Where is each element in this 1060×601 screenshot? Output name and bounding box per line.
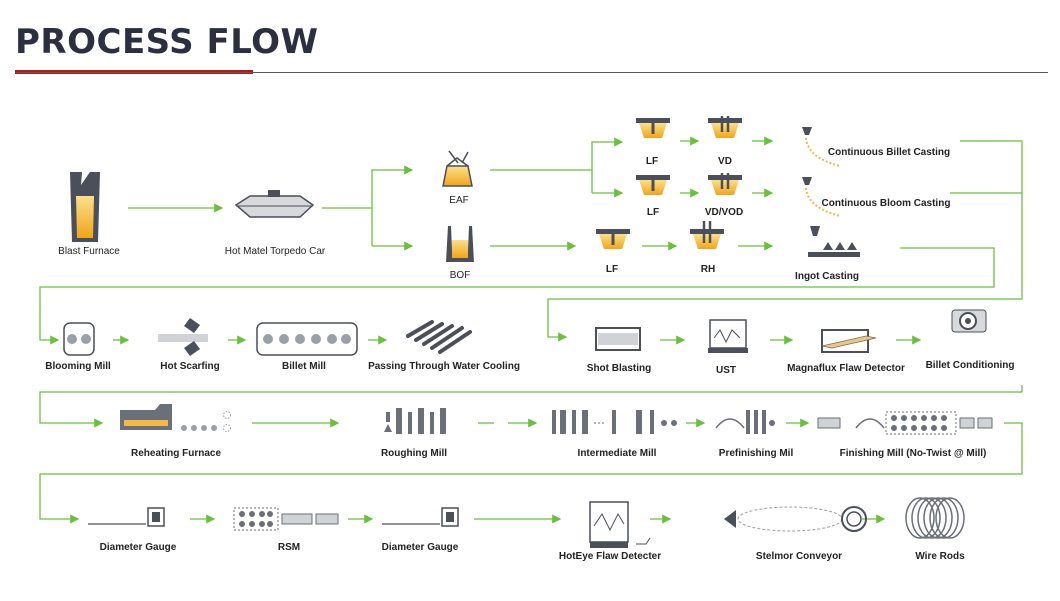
rsm-icon bbox=[233, 507, 339, 531]
vd-ladle-icon bbox=[708, 116, 742, 138]
billet-conditioning-icon bbox=[951, 309, 987, 333]
stelmor-conveyor-icon bbox=[704, 506, 867, 532]
title-divider bbox=[15, 72, 1048, 73]
magnaflux-icon bbox=[821, 329, 877, 353]
continuous-bloom-casting-label: Continuous Bloom Casting bbox=[821, 198, 951, 209]
rsm-label: RSM bbox=[277, 542, 301, 553]
roughing-mill-label: Roughing Mill bbox=[380, 448, 448, 459]
ust-icon bbox=[708, 319, 748, 353]
billet-mill-label: Billet Mill bbox=[282, 361, 326, 372]
arrow bbox=[371, 165, 414, 246]
shot-blasting-icon bbox=[595, 327, 641, 351]
continuous-billet-casting-label: Continuous Billet Casting bbox=[827, 147, 951, 158]
ingot-casting-label: Ingot Casting bbox=[795, 271, 859, 282]
finishing-mill-icon bbox=[817, 411, 993, 435]
reheating-furnace-label: Reheating Furnace bbox=[130, 448, 222, 459]
arrow bbox=[39, 422, 1023, 524]
ingot-casting-icon bbox=[808, 226, 860, 257]
water-cooling-label: Passing Through Water Cooling bbox=[368, 361, 520, 372]
diameter-gauge-icon bbox=[88, 507, 165, 527]
hoteye-label: HotEye Flaw Detecter bbox=[558, 551, 662, 562]
arrow bbox=[547, 140, 1023, 342]
roughing-mill-icon bbox=[384, 408, 446, 434]
diameter-gauge-label: Diameter Gauge bbox=[99, 542, 177, 553]
page-title: PROCESS FLOW bbox=[15, 22, 319, 62]
eaf-label: EAF bbox=[449, 195, 469, 206]
blast-furnace-label: Blast Furnace bbox=[58, 246, 120, 257]
continuous-billet-casting-icon bbox=[802, 127, 841, 167]
hot-scarfing-icon bbox=[158, 318, 208, 356]
rh-ladle-icon bbox=[690, 221, 724, 249]
arrow bbox=[591, 137, 624, 193]
hoteye-flaw-detector-icon bbox=[589, 501, 651, 548]
torpedo-car-label: Hot Matel Torpedo Car bbox=[224, 246, 326, 257]
lf-ladle-icon bbox=[596, 229, 630, 249]
blooming-mill-label: Blooming Mill bbox=[45, 361, 111, 372]
blast-furnace-icon bbox=[70, 172, 100, 242]
diameter-gauge-icon bbox=[382, 507, 459, 527]
lf-label: LF bbox=[645, 156, 659, 167]
lf-label: LF bbox=[646, 207, 660, 218]
blooming-mill-icon bbox=[63, 322, 95, 356]
billet-mill-icon bbox=[256, 322, 358, 356]
vd-vod-label: VD/VOD bbox=[704, 207, 744, 218]
lf-ladle-icon bbox=[636, 175, 670, 195]
hot-scarfing-label: Hot Scarfing bbox=[160, 361, 220, 372]
diameter-gauge-label: Diameter Gauge bbox=[381, 542, 459, 553]
wire-rods-label: Wire Rods bbox=[915, 551, 965, 562]
stelmor-label: Stelmor Conveyor bbox=[755, 551, 843, 562]
eaf-icon bbox=[442, 150, 473, 187]
finishing-mill-label: Finishing Mill (No-Twist @ Mill) bbox=[839, 448, 987, 459]
water-cooling-icon bbox=[406, 320, 472, 354]
prefinishing-mill-icon bbox=[715, 410, 775, 434]
ladle-icons bbox=[596, 116, 742, 249]
arrow bbox=[39, 247, 995, 345]
continuous-bloom-casting-icon bbox=[802, 177, 841, 217]
vd-label: VD bbox=[718, 156, 732, 167]
billet-conditioning-label: Billet Conditioning bbox=[925, 360, 1015, 371]
torpedo-car-icon bbox=[234, 190, 315, 218]
rh-label: RH bbox=[700, 264, 716, 275]
arrow bbox=[39, 385, 1023, 428]
vd-vod-ladle-icon bbox=[708, 173, 742, 195]
lf-ladle-icon bbox=[636, 118, 670, 138]
magnaflux-label: Magnaflux Flaw Detector bbox=[787, 363, 905, 374]
lf-label: LF bbox=[605, 264, 619, 275]
flow-connectors bbox=[39, 136, 1023, 524]
ust-label: UST bbox=[716, 365, 736, 376]
shot-blasting-label: Shot Blasting bbox=[586, 363, 652, 374]
wire-rods-icon bbox=[905, 497, 965, 539]
reheating-furnace-icon bbox=[120, 404, 231, 432]
prefinishing-mill-label: Prefinishing Mil bbox=[718, 448, 794, 459]
intermediate-mill-icon bbox=[552, 410, 677, 434]
intermediate-mill-label: Intermediate Mill bbox=[577, 448, 657, 459]
bof-label: BOF bbox=[449, 270, 471, 281]
bof-icon bbox=[446, 226, 474, 262]
